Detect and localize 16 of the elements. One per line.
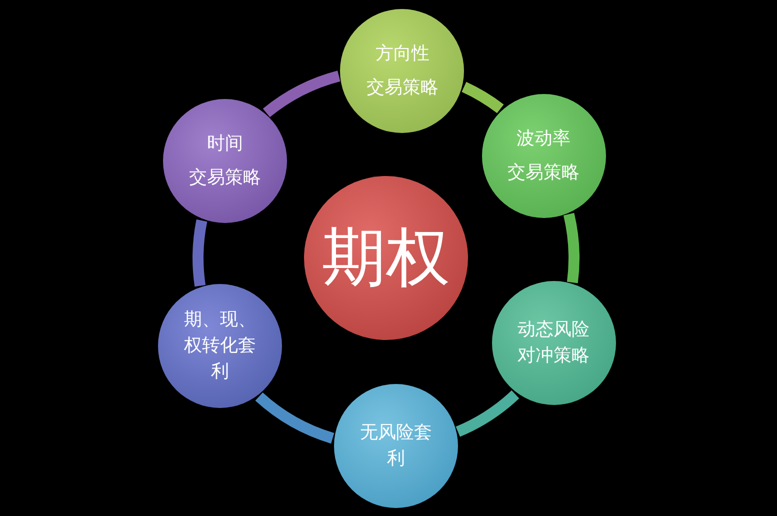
node-text: 方向性 xyxy=(374,42,430,66)
node-text: 交易策略 xyxy=(188,166,262,190)
node-text: 无风险套利 xyxy=(358,420,433,471)
node-text: 交易策略 xyxy=(365,76,440,100)
ring-connector xyxy=(563,213,580,283)
node-text: 时间 xyxy=(206,132,244,156)
ring-connector xyxy=(462,82,504,114)
node-text: 波动率 xyxy=(516,126,572,151)
ring-connector xyxy=(256,392,334,444)
node-text: 期、现、权转化套利 xyxy=(183,308,257,384)
ring-connector xyxy=(263,70,341,118)
node-text: 期权 xyxy=(322,220,450,296)
node-text: 交易策略 xyxy=(506,160,581,185)
ring-connector xyxy=(192,220,208,286)
node-text: 动态风险对冲策略 xyxy=(516,318,590,368)
ring-connector xyxy=(456,390,519,437)
